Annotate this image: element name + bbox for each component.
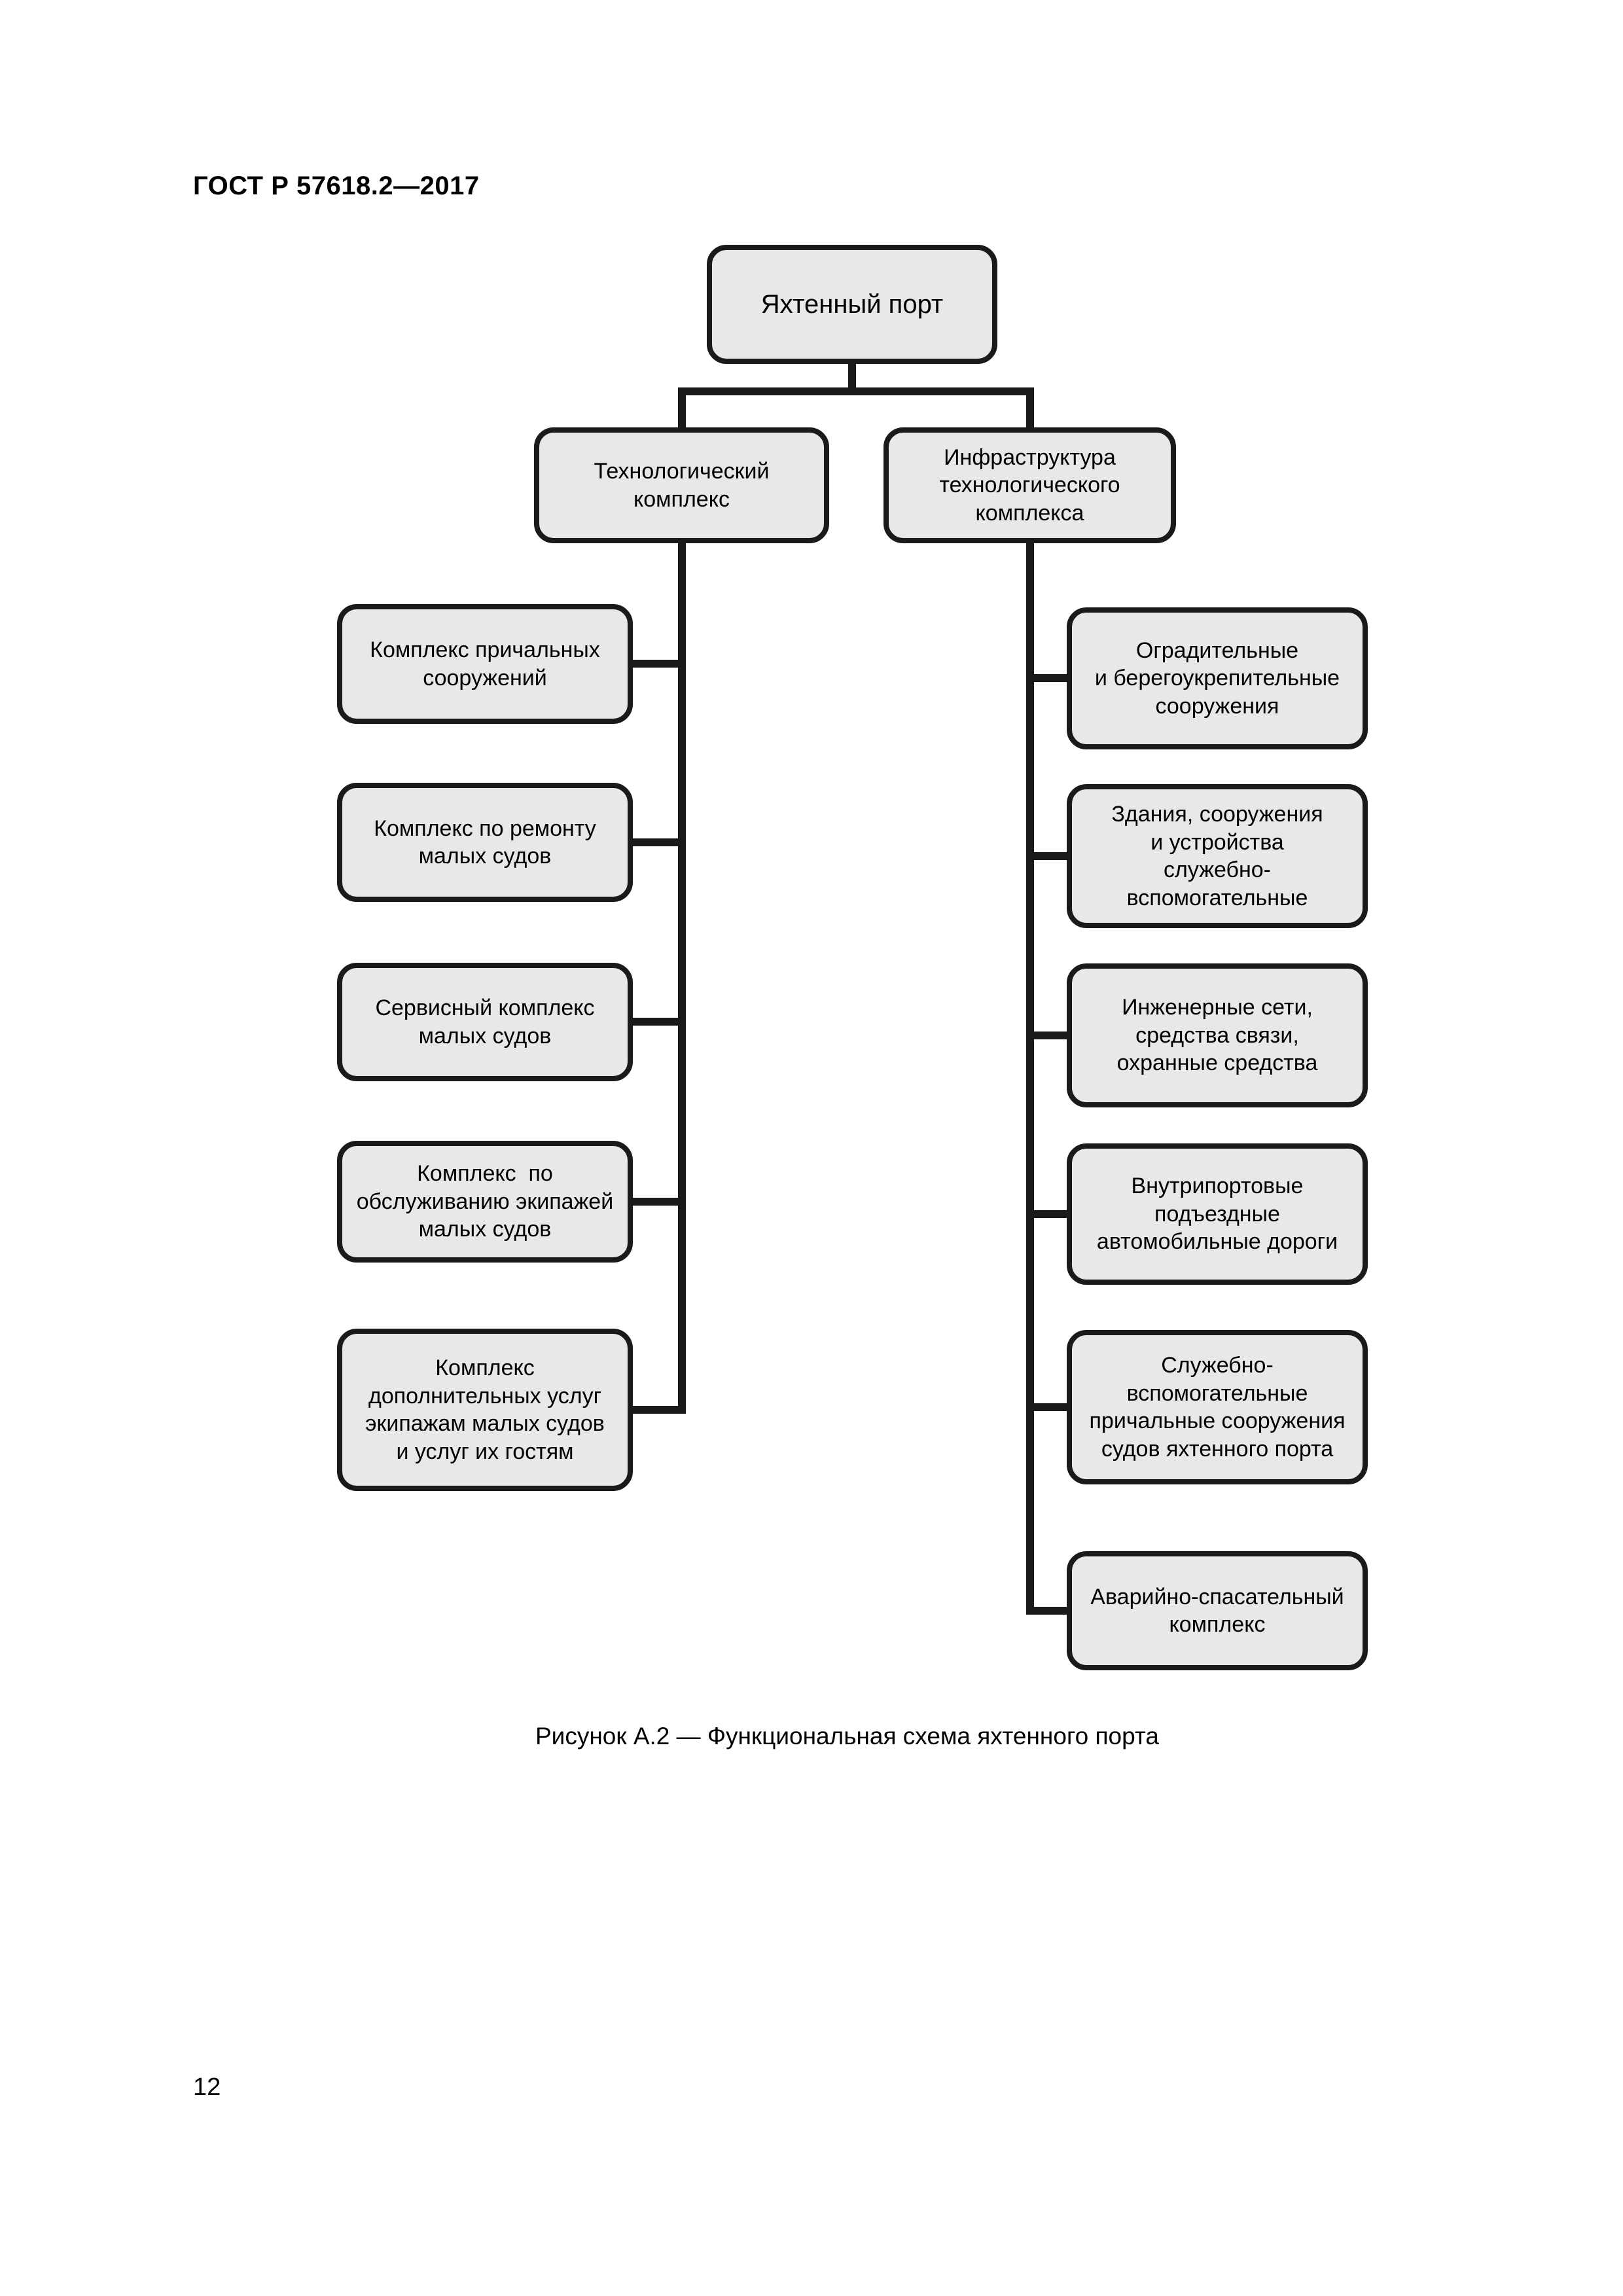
node-crew-service-complex: Комплекс по обслуживанию экипажей малых … [337, 1141, 633, 1263]
node-berthing-complex-label: Комплекс причальных сооружений [370, 637, 600, 691]
edge-berthing-complex [627, 660, 686, 668]
node-rescue-complex: Аварийно-спасательный комплекс [1067, 1551, 1368, 1670]
node-berthing-complex: Комплекс причальных сооружений [337, 604, 633, 724]
node-auxiliary-berthing: Служебно- вспомогательные причальные соо… [1067, 1330, 1368, 1484]
edge-service-buildings [1026, 852, 1073, 860]
edge-right-trunk [1026, 541, 1034, 1615]
edge-left-branch-drop [678, 387, 686, 430]
node-port-roads: Внутрипортовые подъездные автомобильные … [1067, 1143, 1368, 1285]
edge-engineering-networks [1026, 1031, 1073, 1039]
node-additional-services-complex-label: Комплекс дополнительных услуг экипажам м… [365, 1355, 605, 1464]
document-header: ГОСТ Р 57618.2—2017 [193, 171, 480, 200]
edge-rescue-complex [1026, 1607, 1073, 1615]
node-service-complex: Сервисный комплекс малых судов [337, 963, 633, 1081]
node-repair-complex-label: Комплекс по ремонту малых судов [374, 816, 596, 869]
node-service-complex-label: Сервисный комплекс малых судов [375, 996, 595, 1049]
edge-auxiliary-berthing [1026, 1403, 1073, 1411]
edge-protective-structures [1026, 674, 1073, 682]
edge-service-complex [627, 1018, 686, 1026]
edge-right-branch-drop [1026, 387, 1034, 430]
node-engineering-networks: Инженерные сети, средства связи, охранны… [1067, 963, 1368, 1107]
edge-port-roads [1026, 1210, 1073, 1218]
edge-left-trunk [678, 541, 686, 1414]
node-tech-complex-label: Технологический комплекс [594, 459, 770, 512]
node-protective-structures-label: Оградительные и берегоукрепительные соор… [1094, 637, 1340, 719]
node-yacht-port-label: Яхтенный порт [760, 290, 944, 319]
edge-additional-services [627, 1406, 686, 1414]
edge-horizontal-bar [678, 387, 1034, 395]
node-port-roads-label: Внутрипортовые подъездные автомобильные … [1096, 1174, 1338, 1255]
node-repair-complex: Комплекс по ремонту малых судов [337, 783, 633, 902]
edge-root-vertical [848, 360, 856, 393]
figure-caption: Рисунок А.2 — Функциональная схема яхтен… [535, 1723, 1159, 1749]
node-infrastructure-label: Инфраструктура технологического комплекс… [939, 444, 1120, 526]
node-service-buildings-label: Здания, сооружения и устройства служебно… [1111, 802, 1323, 910]
node-service-buildings: Здания, сооружения и устройства служебно… [1067, 784, 1368, 928]
node-engineering-networks-label: Инженерные сети, средства связи, охранны… [1116, 995, 1318, 1076]
edge-repair-complex [627, 838, 686, 846]
node-auxiliary-berthing-label: Служебно- вспомогательные причальные соо… [1089, 1353, 1346, 1462]
node-crew-service-complex-label: Комплекс по обслуживанию экипажей малых … [356, 1161, 614, 1242]
node-additional-services-complex: Комплекс дополнительных услуг экипажам м… [337, 1329, 633, 1491]
node-protective-structures: Оградительные и берегоукрепительные соор… [1067, 607, 1368, 749]
edge-crew-service-complex [627, 1198, 686, 1206]
node-rescue-complex-label: Аварийно-спасательный комплекс [1090, 1584, 1344, 1638]
node-yacht-port: Яхтенный порт [707, 245, 997, 364]
page-number: 12 [193, 2073, 221, 2101]
node-tech-complex: Технологический комплекс [534, 427, 829, 543]
node-infrastructure: Инфраструктура технологического комплекс… [883, 427, 1176, 543]
